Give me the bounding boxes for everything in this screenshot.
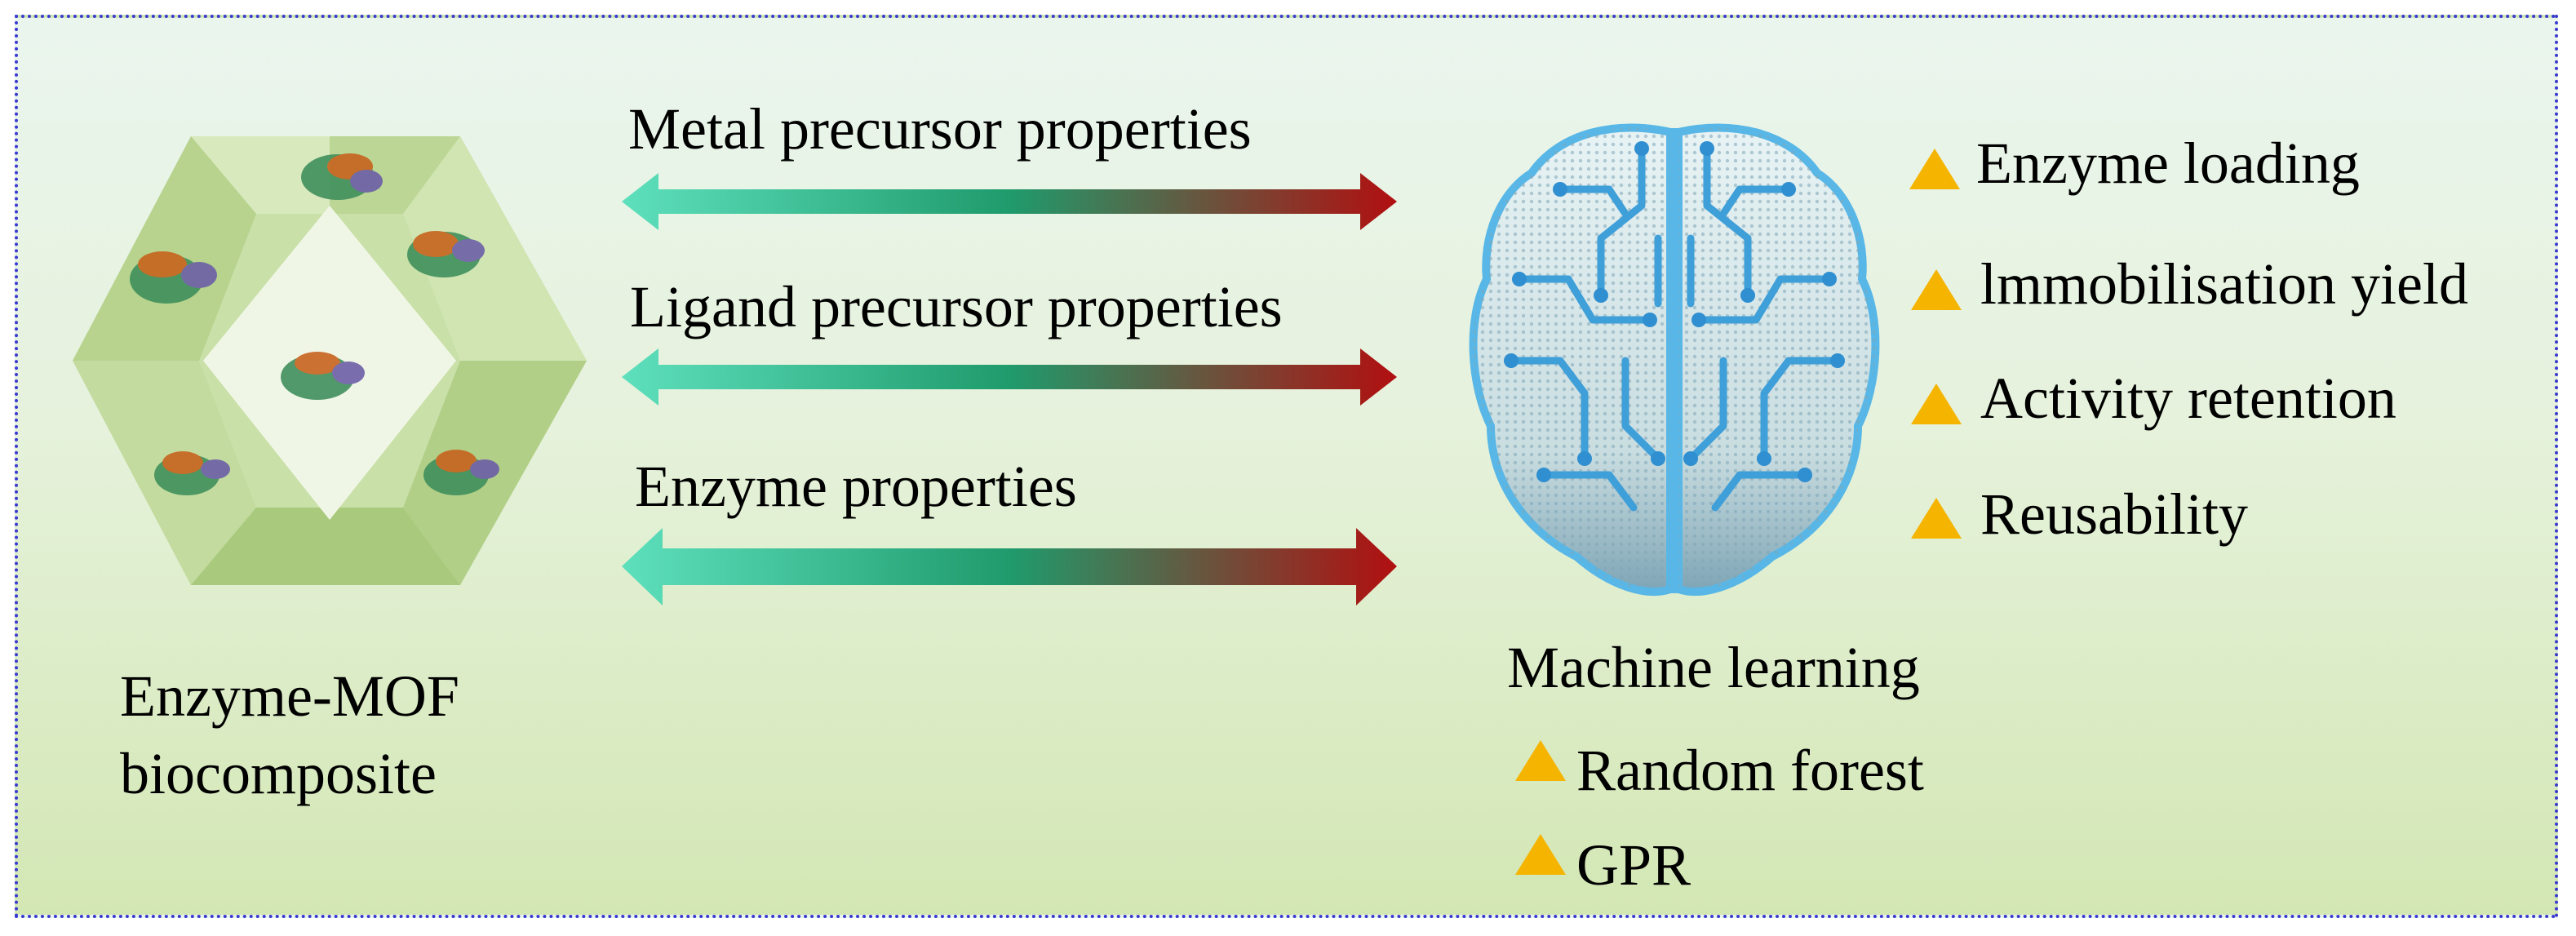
ml-method-gpr: GPR [1576, 832, 1691, 898]
mof-title-line1: Enzyme-MOF [120, 663, 459, 729]
arrow-label-metal: Metal precursor properties [628, 96, 1252, 162]
brain-circuit-icon [1462, 116, 1887, 606]
mof-title-line2: biocomposite [120, 741, 437, 806]
triangle-bullet-icon [1911, 498, 1962, 539]
output-label-reusability: Reusability [1980, 481, 2248, 547]
triangle-bullet-icon [1911, 384, 1962, 424]
mof-crystal-icon [69, 132, 591, 589]
output-label-activity-retention: Activity retention [1980, 366, 2396, 431]
double-arrow-enzyme [622, 528, 1397, 606]
triangle-bullet-icon [1515, 740, 1566, 781]
ml-title: Machine learning [1507, 635, 1920, 700]
triangle-bullet-icon [1911, 269, 1962, 310]
double-arrow-ligand [622, 348, 1397, 406]
triangle-bullet-icon [1909, 149, 1960, 189]
output-label-immobilisation-yield: lmmobilisation yield [1980, 251, 2468, 317]
ml-method-random-forest: Random forest [1576, 738, 1924, 803]
output-label-enzyme-loading: Enzyme loading [1976, 131, 2360, 196]
double-arrow-metal [622, 173, 1397, 230]
arrow-label-enzyme: Enzyme properties [635, 454, 1077, 519]
arrow-label-ligand: Ligand precursor properties [630, 274, 1283, 339]
diagram-frame: Enzyme-MOF biocomposite Metal precursor … [15, 15, 2558, 918]
triangle-bullet-icon [1515, 834, 1566, 875]
